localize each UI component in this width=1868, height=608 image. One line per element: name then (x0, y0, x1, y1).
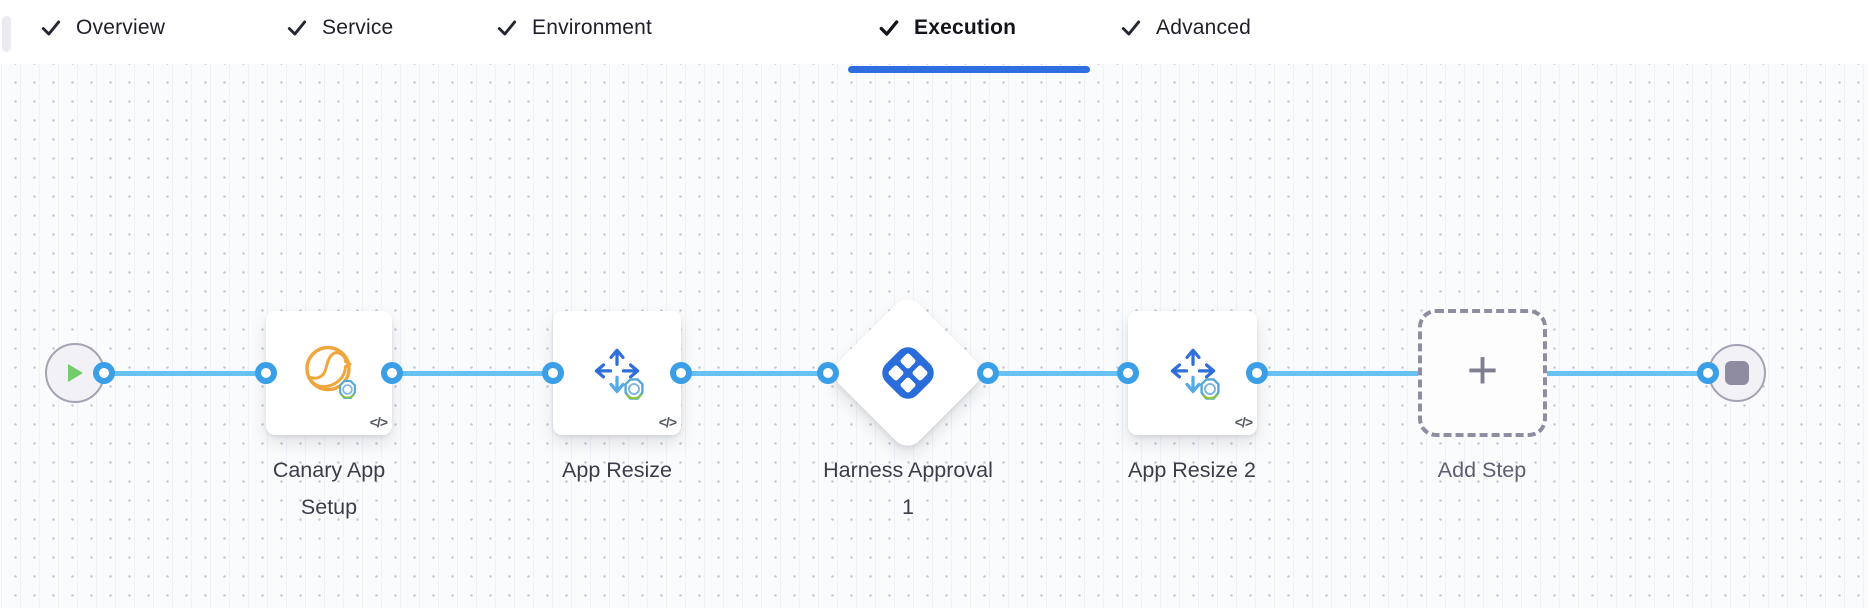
tab-environment[interactable]: Environment (496, 0, 652, 56)
port-resize2-in[interactable] (1117, 362, 1139, 384)
left-edge-strip (2, 16, 11, 52)
tab-overview[interactable]: Overview (40, 0, 165, 56)
gear-icon (624, 378, 644, 400)
tab-service[interactable]: Service (286, 0, 393, 56)
port-resize1-out[interactable] (670, 362, 692, 384)
code-view-icon[interactable]: </> (1234, 414, 1253, 430)
port-approval-out[interactable] (977, 362, 999, 384)
canary-bird-icon (305, 345, 352, 392)
tab-label: Overview (76, 16, 166, 39)
tab-execution[interactable]: Execution (878, 0, 1016, 56)
plus-icon: + (1466, 340, 1499, 400)
check-icon (1121, 20, 1141, 36)
step-node-canary-app-setup[interactable]: </> (266, 311, 392, 435)
step-label-app-resize-2: App Resize 2 (1128, 458, 1256, 482)
gear-icon (1200, 378, 1220, 400)
port-resize2-out[interactable] (1246, 362, 1268, 384)
pipeline-start-node[interactable] (45, 343, 105, 403)
port-end-in[interactable] (1697, 362, 1719, 384)
step-label-canary-app-setup: Canary App Setup (272, 458, 386, 519)
step-label-harness-approval: Harness Approval 1 (823, 458, 993, 519)
port-start-out[interactable] (93, 362, 115, 384)
play-icon (68, 364, 83, 382)
resize-arrows-icon (1170, 348, 1215, 394)
tab-label: Environment (532, 16, 653, 39)
check-icon (879, 20, 899, 36)
wizard-tab-bar: Overview Service Environment Execution A… (0, 0, 1868, 64)
resize-arrows-icon (594, 348, 640, 394)
port-approval-in[interactable] (817, 362, 839, 384)
check-icon (287, 20, 307, 36)
active-tab-underline (848, 66, 1090, 73)
step-label-app-resize: App Resize (562, 458, 672, 482)
tab-label: Execution (914, 16, 1017, 39)
tab-advanced[interactable]: Advanced (1120, 0, 1251, 56)
step-node-app-resize[interactable]: </> (553, 311, 681, 435)
check-icon (41, 20, 61, 36)
tab-label: Service (322, 16, 394, 39)
code-view-icon[interactable]: </> (369, 414, 388, 430)
port-resize1-in[interactable] (542, 362, 564, 384)
step-node-app-resize-2[interactable]: </> (1128, 311, 1257, 435)
harness-logo-icon (882, 347, 934, 399)
step-label-add-step: Add Step (1437, 458, 1527, 482)
port-canary-in[interactable] (255, 362, 277, 384)
check-icon (497, 20, 517, 36)
code-view-icon[interactable]: </> (658, 414, 677, 430)
port-canary-out[interactable] (381, 362, 403, 384)
pipeline-canvas[interactable]: </> </> (0, 64, 1868, 608)
add-step-button[interactable]: + (1418, 309, 1547, 437)
stop-icon (1725, 361, 1749, 385)
tab-label: Advanced (1156, 16, 1252, 39)
gear-icon (339, 380, 356, 399)
